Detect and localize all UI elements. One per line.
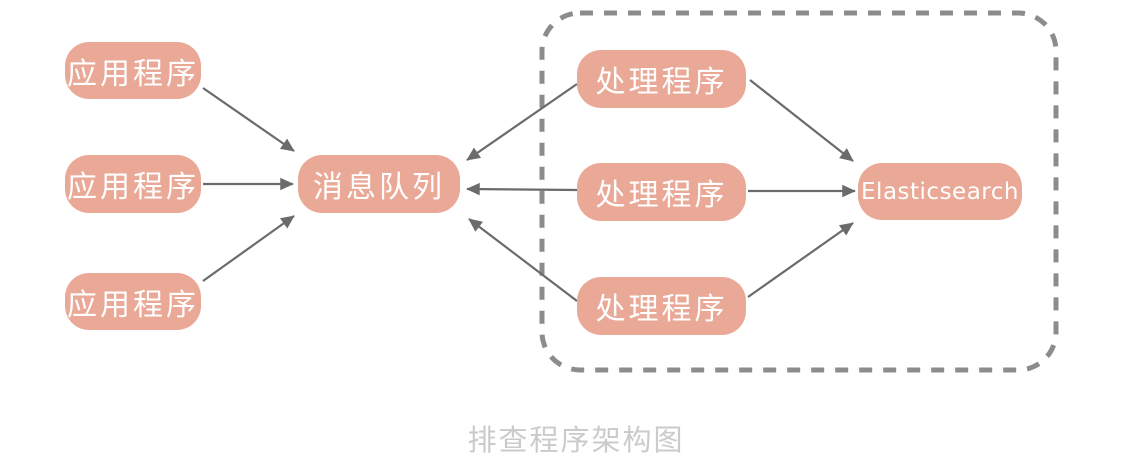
node-label: Elasticsearch [861, 178, 1019, 205]
node-label: 应用程序 [67, 287, 199, 323]
node-message-queue: 消息队列 [298, 155, 460, 213]
arrow-worker3-to-queue [468, 218, 578, 302]
node-worker-1: 处理程序 [577, 50, 746, 108]
node-application-3: 应用程序 [65, 273, 201, 330]
arrow-app3-to-queue [202, 215, 295, 282]
node-label: 处理程序 [595, 292, 728, 327]
node-label: 应用程序 [67, 170, 199, 205]
node-label: 应用程序 [67, 56, 199, 92]
node-elasticsearch: Elasticsearch [858, 163, 1022, 220]
node-worker-3: 处理程序 [577, 277, 746, 335]
node-label: 处理程序 [595, 65, 728, 100]
diagram-caption: 排查程序架构图 [467, 423, 685, 457]
node-application-1: 应用程序 [65, 42, 201, 99]
arrow-worker3-to-es [747, 222, 854, 298]
arrow-worker2-to-queue [466, 182, 578, 196]
node-label: 消息队列 [313, 170, 445, 205]
node-application-2: 应用程序 [65, 155, 201, 213]
arrow-worker1-to-queue [466, 83, 578, 161]
arrow-worker1-to-es [749, 79, 854, 162]
arrow-app1-to-queue [202, 87, 295, 152]
node-label: 处理程序 [595, 178, 728, 213]
node-worker-2: 处理程序 [577, 163, 746, 221]
